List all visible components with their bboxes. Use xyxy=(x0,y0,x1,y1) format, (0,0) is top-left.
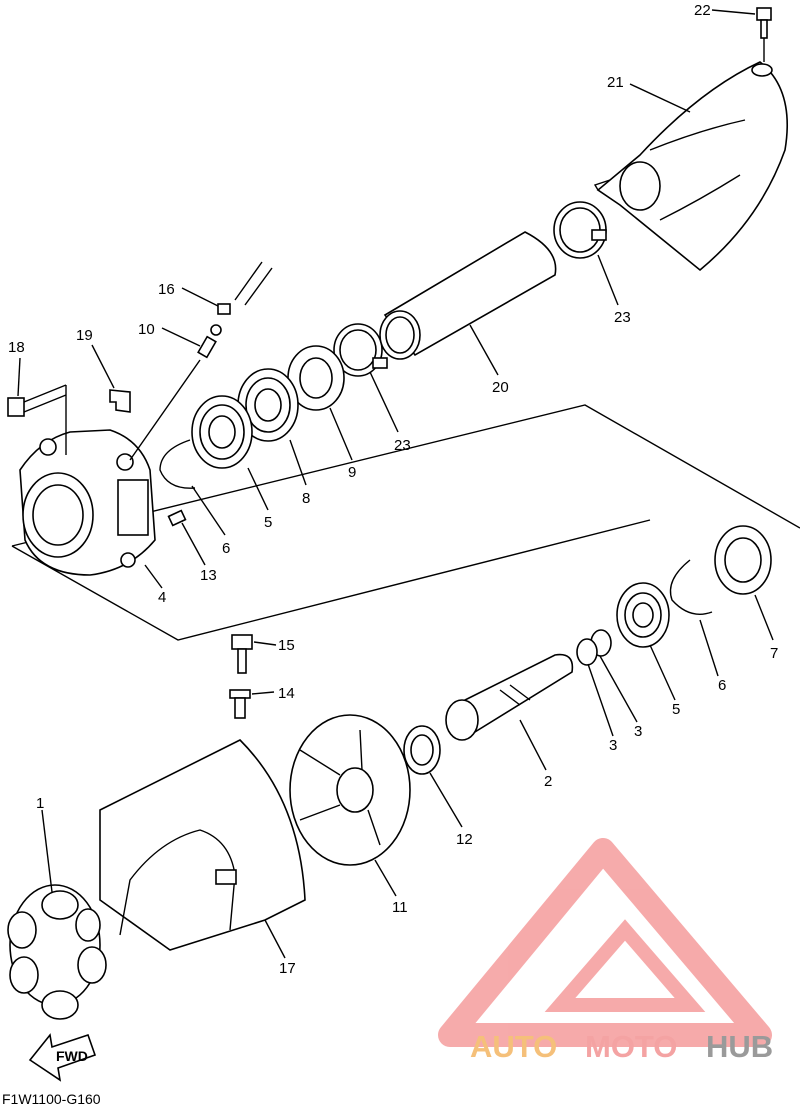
callout-2: 2 xyxy=(544,773,552,790)
part-23-clamp-lower xyxy=(333,323,388,377)
callout-18: 18 xyxy=(8,339,25,356)
part-8-bearing xyxy=(237,368,299,442)
part-22-bolt xyxy=(756,7,772,62)
callout-7: 7 xyxy=(770,645,778,662)
watermark-logo xyxy=(438,838,772,1047)
callout-6-upper: 6 xyxy=(222,540,230,557)
watermark-text: AUTO MOTO HUB xyxy=(470,1029,773,1064)
callout-5-lower: 5 xyxy=(672,701,680,718)
part-20-hose xyxy=(379,231,557,360)
callout-19: 19 xyxy=(76,327,93,344)
callout-8: 8 xyxy=(302,490,310,507)
part-23-clamp-upper xyxy=(553,201,607,259)
callout-21: 21 xyxy=(607,74,624,91)
part-18-bolt xyxy=(7,384,67,455)
fwd-label: FWD xyxy=(56,1048,88,1064)
part-4-housing xyxy=(19,429,156,576)
watermark-part3: HUB xyxy=(706,1029,773,1064)
part-3-orings xyxy=(576,629,612,666)
part-11-impeller xyxy=(289,714,411,866)
part-7-bearing xyxy=(714,525,772,595)
watermark-part1: AUTO xyxy=(470,1029,557,1064)
callout-23-upper: 23 xyxy=(614,309,631,326)
callout-3-left: 3 xyxy=(609,737,617,754)
callout-13: 13 xyxy=(200,567,217,584)
callout-labels: 22 21 23 20 23 9 8 5 6 13 4 16 10 18 19 … xyxy=(8,2,778,977)
callout-15: 15 xyxy=(278,637,295,654)
part-19-clip xyxy=(109,389,131,413)
part-21-nozzle xyxy=(593,61,788,272)
part-5-bearing-lower xyxy=(616,582,670,648)
callout-5-upper: 5 xyxy=(264,514,272,531)
part-6-circlip-upper xyxy=(159,439,196,489)
fwd-arrow-icon: FWD xyxy=(28,1033,97,1082)
part-12-ring xyxy=(403,725,441,775)
part-10-fitting xyxy=(129,324,222,461)
part-14-collar xyxy=(229,689,251,719)
callout-10: 10 xyxy=(138,321,155,338)
callout-22: 22 xyxy=(694,2,711,19)
callout-14: 14 xyxy=(278,685,295,702)
watermark-part2: MOTO xyxy=(585,1029,677,1064)
callout-16: 16 xyxy=(158,281,175,298)
part-17-duct xyxy=(99,739,306,951)
callout-20: 20 xyxy=(492,379,509,396)
diagram-code: F1W1100-G160 xyxy=(2,1091,101,1107)
callout-6-lower: 6 xyxy=(718,677,726,694)
part-13-pin xyxy=(167,509,187,527)
part-5-bearing-upper xyxy=(191,395,253,469)
part-16-screw xyxy=(217,261,273,315)
callout-9: 9 xyxy=(348,464,356,481)
callout-4: 4 xyxy=(158,589,166,606)
callout-1: 1 xyxy=(36,795,44,812)
part-15-bolt xyxy=(231,634,253,674)
callout-17: 17 xyxy=(279,960,296,977)
leader-lines xyxy=(17,9,774,959)
callout-12: 12 xyxy=(456,831,473,848)
part-9-seal xyxy=(287,345,345,411)
part-6-circlip-lower xyxy=(669,559,713,615)
assembly-boundary xyxy=(11,404,800,641)
part-1-vane xyxy=(7,884,107,1020)
part-2-shaft xyxy=(445,653,574,741)
callout-23-lower: 23 xyxy=(394,437,411,454)
callout-11: 11 xyxy=(392,899,408,916)
callout-3-right: 3 xyxy=(634,723,642,740)
